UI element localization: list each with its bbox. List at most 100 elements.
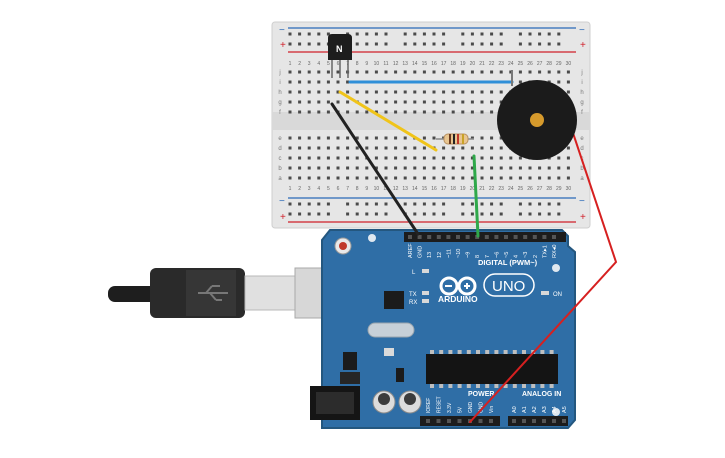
atmega-microcontroller <box>426 354 558 384</box>
digital-pin[interactable] <box>552 235 556 239</box>
chip-pin <box>512 350 517 354</box>
digital-pin[interactable] <box>523 235 528 239</box>
digital-pin-label: ~11 <box>446 249 452 258</box>
rail-hole <box>413 212 417 216</box>
analog-pin[interactable] <box>542 419 546 423</box>
terminal-hole <box>336 166 340 170</box>
digital-pin[interactable] <box>456 235 460 239</box>
rail-hole <box>480 32 484 36</box>
terminal-hole <box>566 176 570 180</box>
chip-pin <box>512 384 517 388</box>
terminal-hole <box>288 146 292 150</box>
terminal-hole <box>451 166 455 170</box>
power-pin-label: IOREF <box>426 398 432 413</box>
terminal-hole <box>336 156 340 160</box>
terminal-hole <box>422 176 426 180</box>
terminal-hole <box>451 156 455 160</box>
terminal-hole <box>317 176 321 180</box>
column-number: 29 <box>556 61 562 67</box>
analog-pin[interactable] <box>532 419 536 423</box>
digital-pin-label: 2 <box>533 255 539 258</box>
terminal-hole <box>518 156 522 160</box>
terminal-hole <box>365 176 369 180</box>
column-number: 23 <box>498 186 504 192</box>
digital-pin[interactable] <box>446 235 451 239</box>
column-number: 9 <box>365 61 368 67</box>
terminal-hole <box>384 136 388 140</box>
analog-pin[interactable] <box>512 419 516 423</box>
terminal-hole <box>403 166 407 170</box>
digital-pin[interactable] <box>494 235 499 239</box>
terminal-hole <box>288 166 292 170</box>
terminal-hole <box>470 156 474 160</box>
rail-plus-bottom-right: + <box>580 212 586 223</box>
digital-pin[interactable] <box>513 235 518 239</box>
voltage-regulator <box>343 352 357 370</box>
terminal-hole <box>365 110 369 114</box>
terminal-hole <box>451 100 455 104</box>
terminal-hole <box>528 176 532 180</box>
terminal-hole <box>346 110 350 114</box>
chip-pin <box>448 384 453 388</box>
terminal-hole <box>422 146 426 150</box>
power-pin[interactable] <box>426 419 430 423</box>
rail-hole <box>557 202 561 206</box>
terminal-hole <box>499 70 503 74</box>
power-pin[interactable] <box>447 419 451 423</box>
terminal-hole <box>307 70 311 74</box>
digital-pin[interactable] <box>504 235 508 239</box>
row-letter: j <box>580 70 582 76</box>
power-pin[interactable] <box>457 419 462 423</box>
rail-hole <box>499 202 503 206</box>
terminal-hole <box>307 80 311 84</box>
terminal-hole <box>355 156 359 160</box>
power-pin[interactable] <box>489 419 493 423</box>
terminal-hole <box>528 70 532 74</box>
terminal-hole <box>566 90 570 94</box>
rail-minus-bottom-left: − <box>279 196 285 207</box>
terminal-hole <box>317 166 321 170</box>
terminal-hole <box>326 136 330 140</box>
column-number: 22 <box>489 61 495 67</box>
column-number: 23 <box>498 61 504 67</box>
digital-pin[interactable] <box>408 235 412 239</box>
row-letter: e <box>278 136 282 142</box>
digital-pin[interactable] <box>427 235 432 239</box>
terminal-hole <box>413 156 417 160</box>
analog-pin[interactable] <box>522 419 526 423</box>
digital-pin[interactable] <box>542 235 547 239</box>
column-number: 25 <box>518 186 524 192</box>
terminal-hole <box>422 70 426 74</box>
chip-pin <box>540 350 545 354</box>
terminal-hole <box>480 146 484 150</box>
digital-pin[interactable] <box>417 235 422 239</box>
power-pin[interactable] <box>436 419 441 423</box>
terminal-hole <box>518 70 522 74</box>
row-letter: e <box>580 136 584 142</box>
terminal-hole <box>317 80 321 84</box>
analog-pin[interactable] <box>562 419 566 423</box>
rail-hole <box>355 202 359 206</box>
digital-pin[interactable] <box>484 235 489 239</box>
analog-pin-label: A5 <box>562 406 568 413</box>
terminal-hole <box>403 90 407 94</box>
power-pin[interactable] <box>478 419 483 423</box>
column-number: 6 <box>337 186 340 192</box>
digital-pin[interactable] <box>465 235 470 239</box>
chip-pin <box>457 384 462 388</box>
rail-hole <box>374 212 378 216</box>
digital-pin[interactable] <box>436 235 441 239</box>
terminal-hole <box>374 166 378 170</box>
terminal-hole <box>326 166 330 170</box>
chip-pin <box>448 350 453 354</box>
analog-pin[interactable] <box>552 419 556 423</box>
digital-pin[interactable] <box>532 235 537 239</box>
terminal-hole <box>374 176 378 180</box>
terminal-hole <box>307 100 311 104</box>
terminal-hole <box>326 100 330 104</box>
terminal-hole <box>298 146 302 150</box>
npn-transistor: N <box>328 34 352 78</box>
terminal-hole <box>442 176 446 180</box>
terminal-hole <box>298 70 302 74</box>
column-number: 10 <box>374 61 380 67</box>
